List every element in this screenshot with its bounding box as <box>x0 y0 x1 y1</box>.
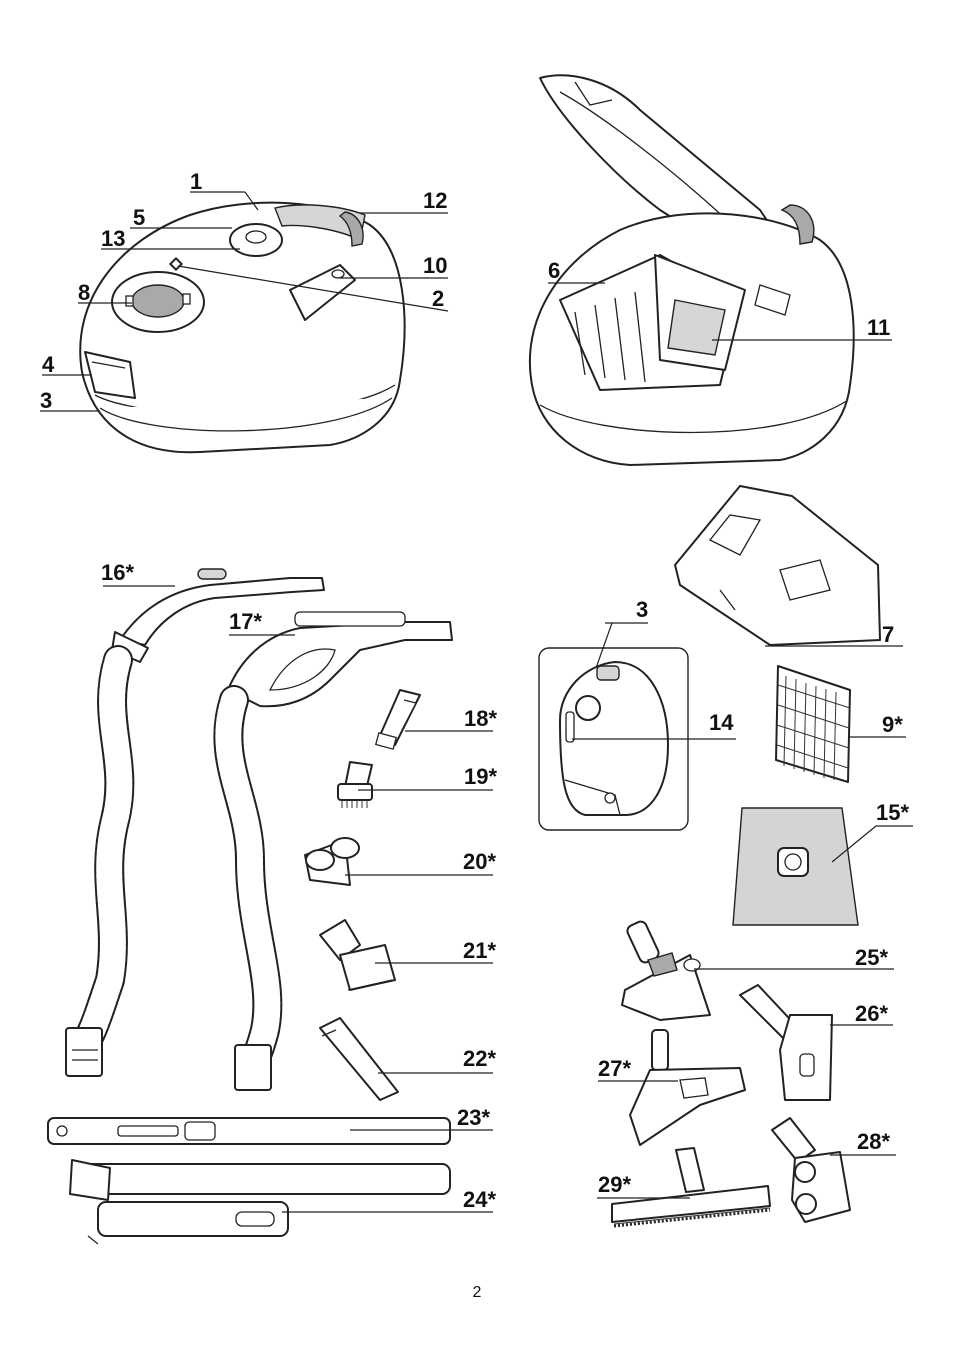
hose-17-illustration <box>213 611 453 1091</box>
callout-16: 16* <box>101 560 134 585</box>
callout-13: 13 <box>101 226 125 251</box>
nozzle-27-illustration <box>629 1029 746 1146</box>
callout-5: 5 <box>133 205 145 230</box>
callout-20: 20* <box>463 849 496 874</box>
dust-bag-15-illustration <box>732 807 859 926</box>
callout-17: 17* <box>229 609 262 634</box>
nozzle-29-illustration <box>611 1147 771 1228</box>
page-number: 2 <box>472 1284 482 1301</box>
callout-8: 8 <box>78 280 90 305</box>
callout-28: 28* <box>857 1129 890 1154</box>
vacuum-open-illustration <box>528 74 855 466</box>
callout-21: 21* <box>463 938 496 963</box>
callout-15: 15* <box>876 800 909 825</box>
nozzle-26-illustration <box>739 984 833 1101</box>
callout-29: 29* <box>598 1172 631 1197</box>
callout-12: 12 <box>423 188 447 213</box>
callout-4: 4 <box>42 352 55 377</box>
tube-23-illustration <box>47 1117 451 1145</box>
callout-7: 7 <box>882 622 894 647</box>
crevice-nozzle-18-illustration <box>374 689 421 750</box>
crevice-tool-22-illustration <box>319 1017 399 1101</box>
callout-1: 1 <box>190 169 202 194</box>
bag-holder-7-illustration <box>674 485 881 646</box>
callout-26: 26* <box>855 1001 888 1026</box>
callout-11: 11 <box>867 315 890 340</box>
nozzle-25-illustration <box>621 920 711 1021</box>
tube-24-illustration <box>69 1159 451 1245</box>
callout-27: 27* <box>598 1056 631 1081</box>
callout-14: 14 <box>709 710 734 735</box>
upholstery-nozzle-21-illustration <box>319 919 396 991</box>
callout-3-inset: 3 <box>636 597 648 622</box>
vacuum-closed-illustration <box>79 201 406 454</box>
hose-16-illustration <box>65 568 325 1077</box>
callout-6: 6 <box>548 258 560 283</box>
callout-19: 19* <box>464 764 497 789</box>
callout-24: 24* <box>463 1187 496 1212</box>
accessory-holder-20-illustration <box>304 837 360 886</box>
callout-9: 9* <box>882 712 903 737</box>
brush-19-illustration <box>337 761 373 808</box>
callout-18: 18* <box>464 706 497 731</box>
callout-2: 2 <box>432 286 444 311</box>
callout-10: 10 <box>423 253 447 278</box>
callout-22: 22* <box>463 1046 496 1071</box>
filter-9-illustration <box>775 665 851 783</box>
callout-23: 23* <box>457 1105 490 1130</box>
nozzle-28-illustration <box>771 1117 851 1223</box>
callout-3-top: 3 <box>40 388 52 413</box>
callout-25: 25* <box>855 945 888 970</box>
